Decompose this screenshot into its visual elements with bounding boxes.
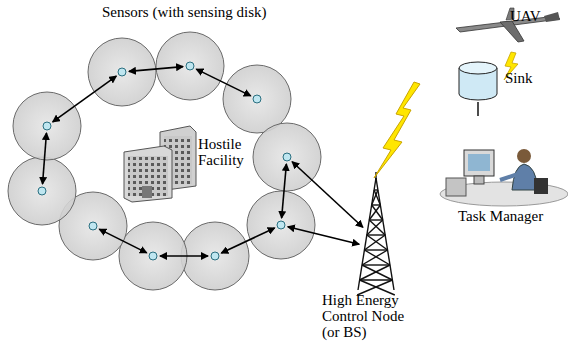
tower-icon [357,172,395,295]
sensor-links [43,67,363,256]
node-label: Task Manager [458,208,568,224]
wireless-link [374,82,420,178]
sensor-dots [38,62,291,260]
sensors-label: Sensors (with sensing disk) [102,4,292,20]
building-icon [124,126,196,202]
node-icon [448,2,568,52]
facility-label: Hostile Facility [198,136,258,168]
uav-node: UAV [448,2,568,52]
sink-node: Sink [455,58,545,102]
connector-line [477,102,478,116]
sensing-disks [8,32,321,290]
control-node: High Energy Control Node (or BS) [318,172,468,344]
task-manager-node: Task Manager [434,116,568,232]
node-label: UAV [510,8,550,24]
node-label: High Energy Control Node (or BS) [322,292,420,340]
node-label: Sink [505,70,545,86]
